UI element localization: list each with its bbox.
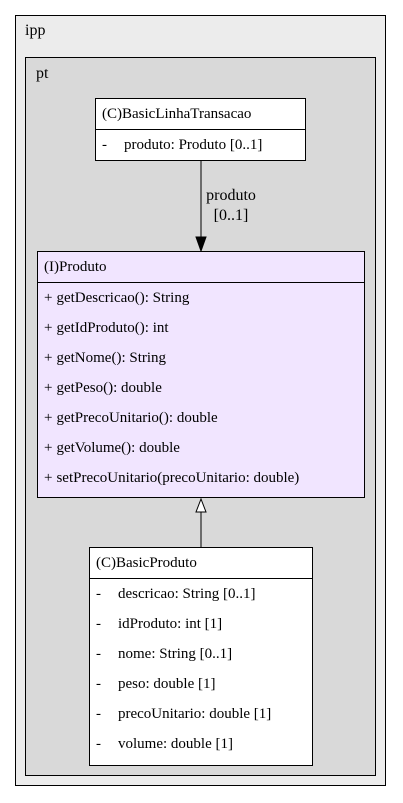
association-role-label: produto xyxy=(206,187,256,204)
operation-text: getPeso(): double xyxy=(56,380,162,396)
operation-text: getIdProduto(): int xyxy=(56,320,169,336)
attribute-row: - nome: String [0..1] xyxy=(90,639,312,669)
attribute-row: - idProduto: int [1] xyxy=(90,609,312,639)
visibility-marker: - xyxy=(96,646,101,662)
visibility-marker: + xyxy=(44,350,53,366)
attribute-text: precoUnitario: double [1] xyxy=(118,706,272,722)
class-basic-linha-transacao: (C)BasicLinhaTransacao - produto: Produto… xyxy=(95,98,306,161)
attribute-text: peso: double [1] xyxy=(118,676,216,692)
visibility-marker: + xyxy=(44,320,53,336)
attribute-text: descricao: String [0..1] xyxy=(118,586,256,602)
operation-row: +getPrecoUnitario(): double xyxy=(38,403,364,433)
attribute-row: - peso: double [1] xyxy=(90,669,312,699)
package-pt-label: pt xyxy=(36,65,49,82)
visibility-marker: + xyxy=(44,380,53,396)
attribute-row: - precoUnitario: double [1] xyxy=(90,699,312,729)
visibility-marker: + xyxy=(44,290,53,306)
association-multiplicity-label: [0..1] xyxy=(213,207,249,224)
operation-text: getPrecoUnitario(): double xyxy=(56,410,218,426)
operation-row: +getDescricao(): String xyxy=(38,283,364,313)
operation-text: getDescricao(): String xyxy=(56,290,190,306)
visibility-marker: - xyxy=(96,586,101,602)
visibility-marker: + xyxy=(44,470,53,486)
visibility-marker: - xyxy=(96,706,101,722)
attribute-text: idProduto: int [1] xyxy=(118,616,223,632)
operation-text: getVolume(): double xyxy=(56,440,180,456)
visibility-marker: + xyxy=(44,440,53,456)
generalization-arrowhead xyxy=(195,497,207,513)
visibility-marker: + xyxy=(44,410,53,426)
operation-text: getNome(): String xyxy=(56,350,167,366)
association-arrowhead xyxy=(195,236,207,253)
attribute-text: produto: Produto [0..1] xyxy=(124,137,263,153)
visibility-marker: - xyxy=(102,137,107,153)
interface-produto: (I)Produto +getDescricao(): String +getI… xyxy=(37,251,365,498)
attribute-row: - produto: Produto [0..1] xyxy=(96,130,305,160)
operation-row: +getVolume(): double xyxy=(38,433,364,463)
attribute-row: - volume: double [1] xyxy=(90,729,312,759)
attribute-row: - descricao: String [0..1] xyxy=(90,579,312,609)
package-ipp-label: ipp xyxy=(25,22,46,39)
interface-header: (I)Produto xyxy=(38,252,364,283)
attribute-text: nome: String [0..1] xyxy=(118,646,233,662)
visibility-marker: - xyxy=(96,616,101,632)
operation-row: +setPrecoUnitario(precoUnitario: double) xyxy=(38,463,364,493)
attribute-text: volume: double [1] xyxy=(118,736,233,752)
operation-row: +getPeso(): double xyxy=(38,373,364,403)
class-header: (C)BasicProduto xyxy=(90,548,312,579)
visibility-marker: - xyxy=(96,736,101,752)
operation-text: setPrecoUnitario(precoUnitario: double) xyxy=(56,470,300,486)
class-basic-produto: (C)BasicProduto - descricao: String [0..1… xyxy=(89,547,313,766)
class-header: (C)BasicLinhaTransacao xyxy=(96,99,305,130)
operation-row: +getNome(): String xyxy=(38,343,364,373)
visibility-marker: - xyxy=(96,676,101,692)
operation-row: +getIdProduto(): int xyxy=(38,313,364,343)
